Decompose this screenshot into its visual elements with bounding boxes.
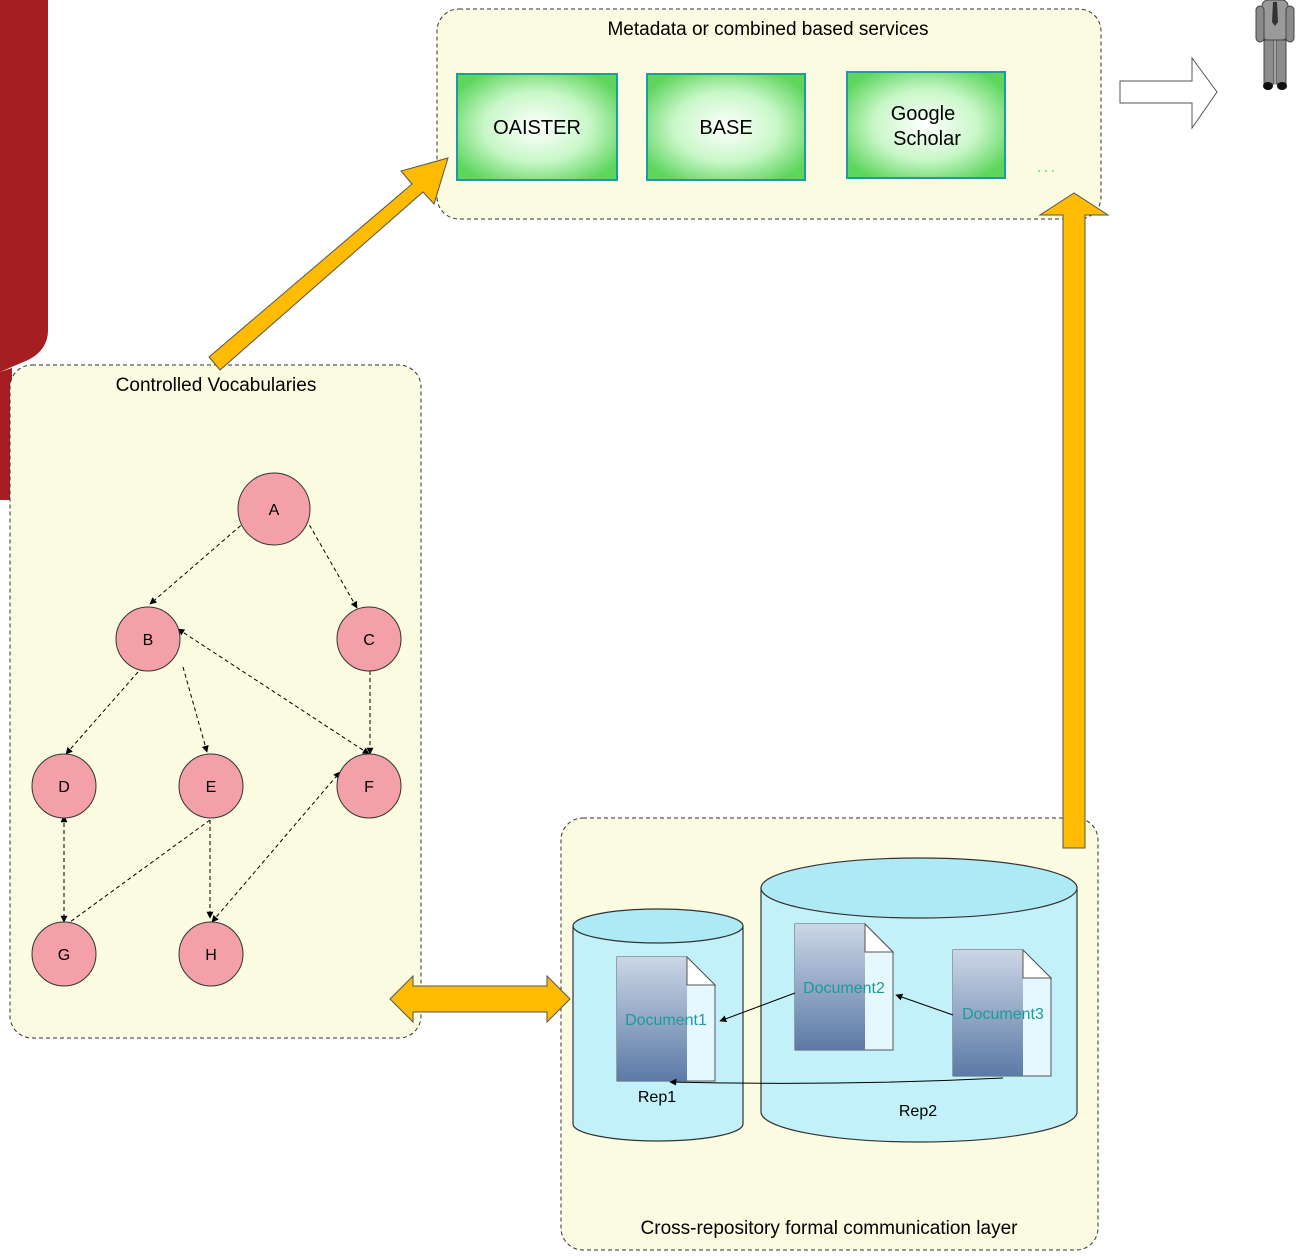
node-a-label: A <box>269 502 280 519</box>
node-d <box>31 753 97 819</box>
edge-a-b <box>149 520 247 605</box>
document-icon <box>952 948 1053 1077</box>
edge-e-g <box>69 819 211 923</box>
document-icon <box>616 955 717 1082</box>
graph-edges <box>60 518 374 923</box>
services-panel-title: Metadata or combined based services <box>607 19 928 40</box>
edge-b-f <box>177 628 370 755</box>
node-e-label: E <box>206 779 217 796</box>
link-doc3-rep1 <box>669 1077 1004 1086</box>
node-b-label: B <box>143 632 154 649</box>
service-box-google-scholar <box>846 71 1006 179</box>
graph-nodes: A B C D E F G H <box>31 472 402 987</box>
node-b <box>115 606 181 672</box>
comm-panel-title: Cross-repository formal communication la… <box>641 1218 1019 1239</box>
service-more-ellipsis: ... <box>1036 156 1057 176</box>
node-e <box>178 753 244 819</box>
document3-label: Document3 <box>962 1006 1044 1023</box>
document1-label: Document1 <box>625 1012 707 1029</box>
service-label-oaister: OAISTER <box>493 117 581 139</box>
vocab-panel-title: Controlled Vocabularies <box>116 375 317 396</box>
node-h-label: H <box>205 947 217 964</box>
node-c <box>336 606 402 672</box>
link-doc3-doc2 <box>895 993 954 1016</box>
rep2-label: Rep2 <box>899 1103 937 1120</box>
node-d-label: D <box>58 779 70 796</box>
document2-label: Document2 <box>803 980 885 997</box>
link-doc2-doc1 <box>719 992 796 1023</box>
node-g <box>31 921 97 987</box>
arrow-vocab-to-services <box>208 157 449 371</box>
node-h <box>178 921 244 987</box>
rep1-label: Rep1 <box>638 1089 676 1106</box>
edge-h-f <box>211 771 341 923</box>
node-c-label: C <box>363 632 375 649</box>
node-g-label: G <box>58 947 70 964</box>
side-bar <box>0 0 48 372</box>
service-label-google: Google <box>891 103 956 125</box>
arrow-vocab-comm-bidirectional <box>389 974 571 1024</box>
node-a <box>237 472 311 546</box>
document-icon <box>794 922 895 1051</box>
service-label-scholar: Scholar <box>893 128 961 150</box>
document-links <box>669 992 1004 1086</box>
node-f-label: F <box>364 779 374 796</box>
hollow-right-arrow-icon <box>1119 56 1218 130</box>
edge-a-c <box>305 518 358 609</box>
node-f <box>336 753 402 819</box>
service-box-base <box>646 73 806 181</box>
person-icon <box>1255 0 1295 90</box>
arrow-comm-to-services <box>1038 192 1110 849</box>
service-box-oaister <box>456 73 618 181</box>
side-bar-lower <box>0 368 12 500</box>
service-label-base: BASE <box>699 117 752 139</box>
